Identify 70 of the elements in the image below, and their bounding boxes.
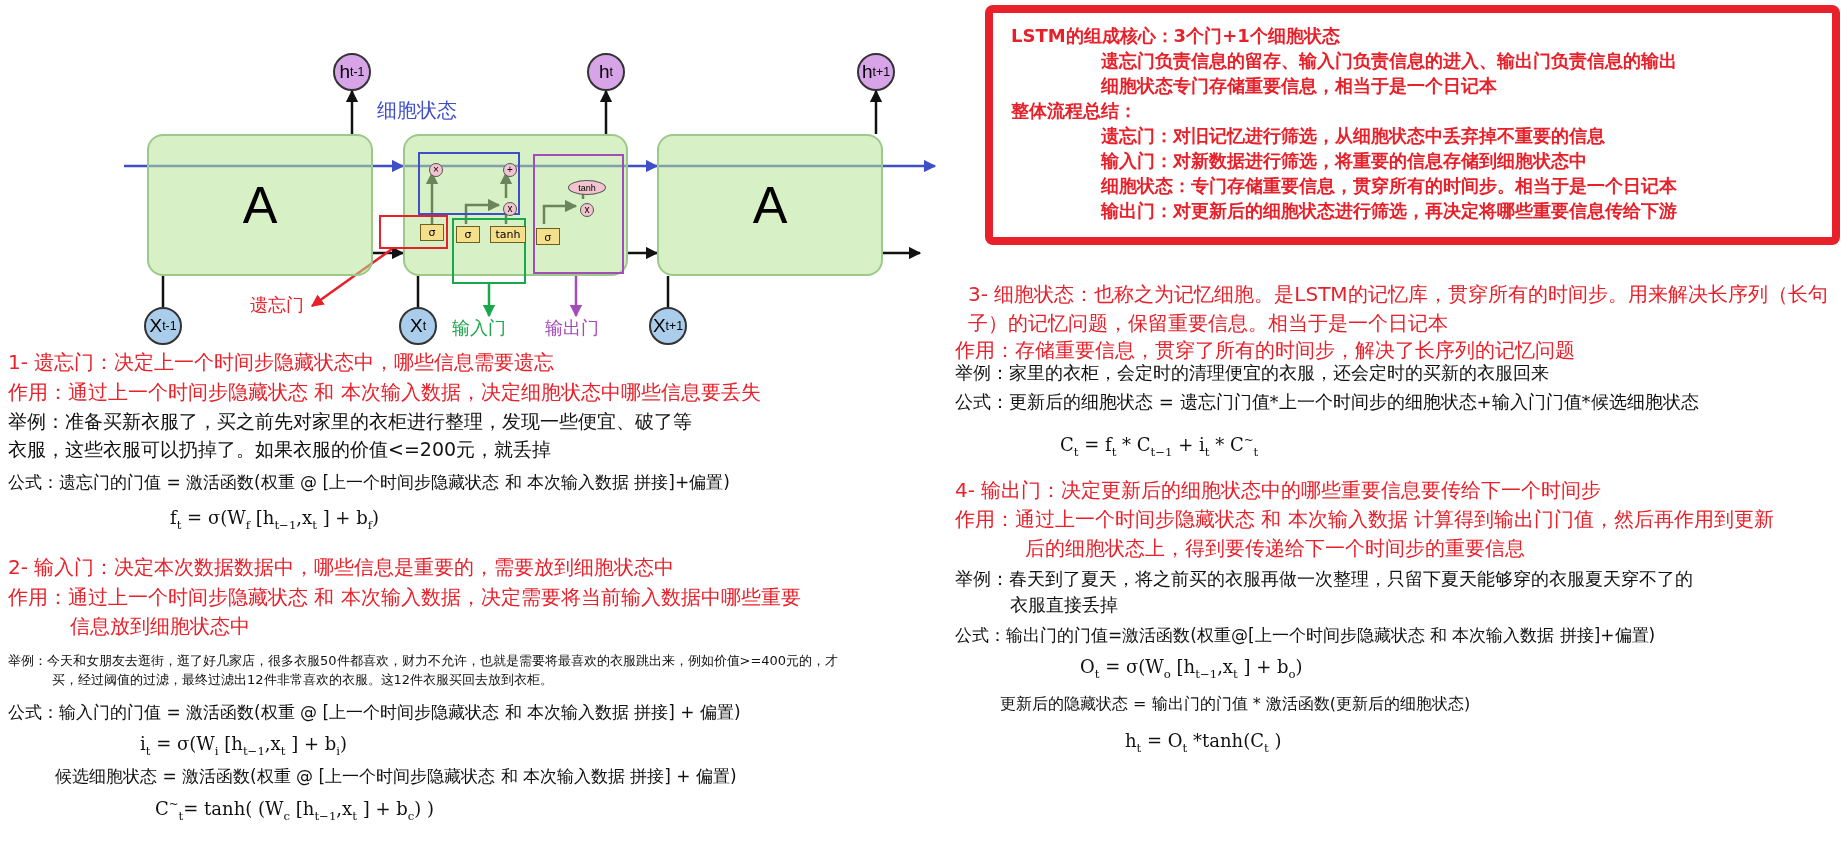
arrow <box>345 89 359 134</box>
text-paragraph: 3- 细胞状态：也称之为记忆细胞。是LSTM的记忆库，贯穿所有的时间步。用来解决长序列（长句子）的记忆问题，保留重要信息。相当于是一个日记本 <box>968 281 1829 337</box>
pointwise-op-circle: × <box>429 163 443 177</box>
summary-line: 细胞状态：专门存储重要信息，贯穿所有的时间步。相当于是一个日记本 <box>1101 174 1677 198</box>
text-paragraph: 候选细胞状态 = 激活函数(权重 @ [上一个时间步隐藏状态 和 本次输入数据 拼接] + 偏置) <box>55 765 738 788</box>
arrow <box>628 246 659 260</box>
lstm-cell: A <box>657 134 883 276</box>
formula: O$_{t}$ = σ(W$_{o}$ [h$_{t−1}$,x$_{t}$ ] + b$_{o}$) <box>1080 655 1303 683</box>
arrow <box>657 159 937 173</box>
gate-label: 输入门 <box>452 316 514 342</box>
arrow <box>464 198 501 224</box>
gate-label: 输出门 <box>545 316 607 342</box>
connector-line <box>124 164 147 168</box>
summary-line: 输出门：对更新后的细胞状态进行筛选，再决定将哪些重要信息传给下游 <box>1101 199 1677 223</box>
arrow <box>542 199 578 224</box>
arrow <box>147 159 405 173</box>
text-paragraph: 公式：遗忘门的门值 = 激活函数(权重 @ [上一个时间步隐藏状态 和 本次输入数据 拼接]+偏置) <box>8 471 731 494</box>
summary-line: 整体流程总结： <box>1011 99 1137 123</box>
text-paragraph: 举例：今天和女朋友去逛街，逛了好几家店，很多衣服50件都喜欢，财力不允许，也就是需要将最喜欢的衣服跳出来，例如价值>=400元的，才买，经过阈值的过滤，最终过滤出12件非常喜欢的衣服。这12件衣服买回去放到衣柜。 <box>8 652 840 689</box>
text-paragraph: 4- 输出门：决定更新后的细胞状态中的哪些重要信息要传给下一个时间步 <box>955 477 1603 504</box>
formula: C$^{~}$$_{t}$= tanh( (W$_{c}$ [h$_{t−1}$,x$_{t}$ ] + b$_{c}$) ) <box>155 796 435 825</box>
text-paragraph: 举例：准备买新衣服了，买之前先对家里的衣柜进行整理，发现一些便宜、破了等衣服，这些衣服可以扔掉了。如果衣服的价值<=200元，就丢掉 <box>8 409 693 462</box>
summary-line: 遗忘门：对旧记忆进行筛选，从细胞状态中丢弃掉不重要的信息 <box>1101 124 1605 148</box>
arrow <box>311 248 393 307</box>
gate-box: σ <box>536 228 560 245</box>
lstm-cell <box>403 134 628 276</box>
connector-line <box>666 276 670 307</box>
lstm-cell: A <box>147 134 373 276</box>
gate-box: σ <box>456 226 480 243</box>
pointwise-op-circle: x <box>580 203 594 217</box>
formula: f$_{t}$ = σ(W$_{f}$ [h$_{t−1}$,x$_{t}$ ] + b$_{f}$) <box>170 506 380 534</box>
tanh-oval: tanh <box>568 180 606 195</box>
connector-line <box>504 212 508 224</box>
text-paragraph: 公式：输出门的门值=激活函数(权重@[上一个时间步隐藏状态 和 本次输入数据 拼接]+偏置) <box>955 624 1657 647</box>
highlight-box <box>379 215 448 249</box>
arrow <box>403 159 659 173</box>
text-paragraph: 举例：家里的衣柜，会定时的清理便宜的衣服，还会定时的买新的衣服回来 <box>955 361 1550 385</box>
arrow <box>883 246 922 260</box>
text-paragraph: 作用：通过上一个时间步隐藏状态 和 本次输入数据，决定细胞状态中哪些信息要丢失 <box>8 379 762 406</box>
pointwise-op-circle: + <box>503 163 517 177</box>
text-paragraph: 作用：存储重要信息，贯穿了所有的时间步，解决了长序列的记忆问题 <box>955 337 1576 364</box>
arrow <box>482 284 496 318</box>
text-paragraph: 公式：更新后的细胞状态 = 遗忘门门值*上一个时间步的细胞状态+输入门门值*候选细胞状态 <box>955 390 1700 414</box>
arrow <box>373 246 405 260</box>
summary-line: 细胞状态专门存储重要信息，相当于是一个日记本 <box>1101 74 1497 98</box>
summary-line: 遗忘门负责信息的留存、输入门负责信息的进入、输出门负责信息的输出 <box>1101 49 1677 73</box>
formula: h$_{t}$ = O$_{t}$ *tanh(C$_{t}$ ) <box>1125 729 1282 757</box>
highlight-box <box>418 152 520 215</box>
text-paragraph: 举例：春天到了夏天，将之前买的衣服再做一次整理，只留下夏天能够穿的衣服夏天穿不了的衣服直接丢掉 <box>955 567 1694 618</box>
text-paragraph: 公式：输入门的门值 = 激活函数(权重 @ [上一个时间步隐藏状态 和 本次输入数据 拼接] + 偏置) <box>8 701 742 724</box>
summary-box <box>985 5 1840 245</box>
text-paragraph: 作用：通过上一个时间步隐藏状态 和 本次输入数据，决定需要将当前输入数据中哪些重要信息放到细胞状态中 <box>8 584 802 640</box>
summary-line: 输入门：对新数据进行筛选，将重要的信息存储到细胞状态中 <box>1101 149 1587 173</box>
text-paragraph: 更新后的隐藏状态 = 输出门的门值 * 激活函数(更新后的细胞状态) <box>1000 693 1472 715</box>
line-label: 细胞状态 <box>377 97 457 124</box>
connector-line <box>161 276 165 307</box>
text-paragraph: 作用：通过上一个时间步隐藏状态 和 本次输入数据 计算得到输出门门值，然后再作用到更新后的细胞状态上，得到要传递给下一个时间步的重要信息 <box>955 506 1776 562</box>
pointwise-op-circle: x <box>503 202 517 216</box>
text-paragraph: 2- 输入门：决定本次数据数据中，哪些信息是重要的，需要放到细胞状态中 <box>8 554 676 581</box>
gate-box: tanh <box>490 226 526 243</box>
gate-label: 遗忘门 <box>250 293 312 319</box>
summary-line: LSTM的组成核心：3个门+1个细胞状态 <box>1011 24 1340 48</box>
connector-line <box>416 276 420 307</box>
arrow <box>599 89 613 134</box>
arrow <box>869 89 883 134</box>
highlight-box <box>452 218 526 284</box>
formula: i$_{t}$ = σ(W$_{i}$ [h$_{t−1}$,x$_{t}$ ] + b$_{i}$) <box>140 732 347 760</box>
highlight-box <box>533 154 624 274</box>
gate-box: σ <box>420 224 444 241</box>
text-paragraph: 1- 遗忘门：决定上一个时间步隐藏状态中，哪些信息需要遗忘 <box>8 349 556 376</box>
